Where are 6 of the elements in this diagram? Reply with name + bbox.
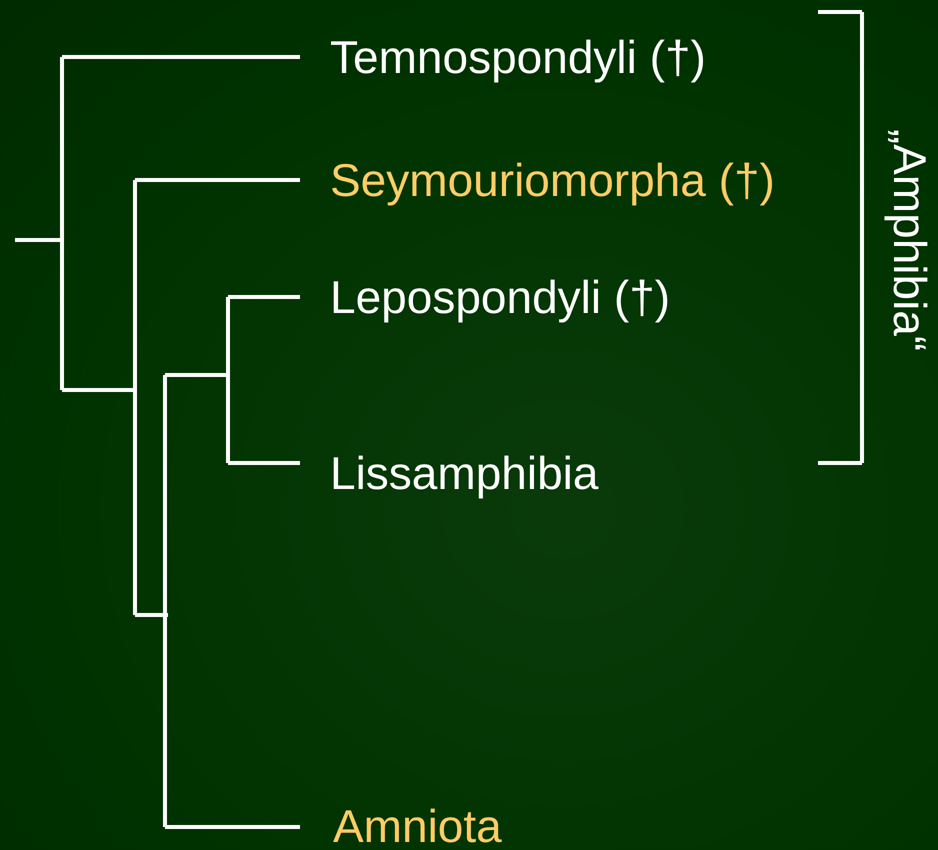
taxon-label: Lissamphibia [330,447,598,499]
taxon-label: Amniota [333,800,502,850]
taxon-label: Temnospondyli (†) [330,31,706,83]
group-label: „Amphibia“ [884,128,936,352]
taxon-label: Seymouriomorpha (†) [330,154,775,206]
taxon-label: Lepospondyli (†) [330,271,670,323]
